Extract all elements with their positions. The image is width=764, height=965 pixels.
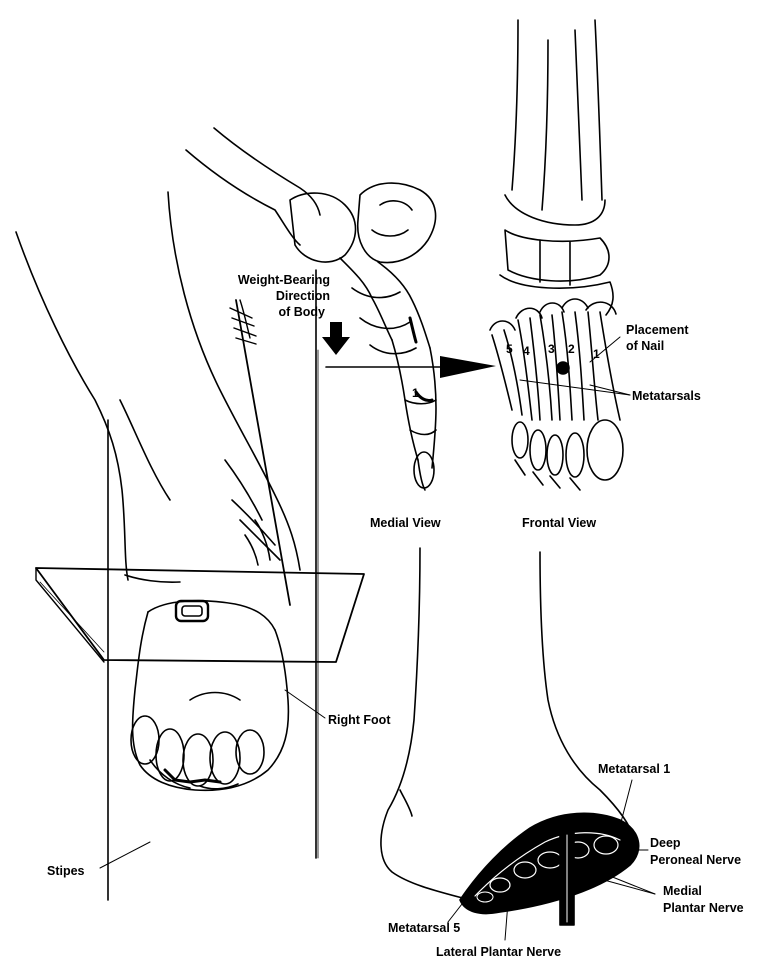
digit-metatarsal-1: 1: [593, 347, 600, 361]
cross-section-leg: [381, 548, 639, 925]
pointer-metatarsal-5: [448, 904, 462, 922]
label-weight-bearing-3: of Body: [205, 305, 325, 319]
weight-arrow: [322, 322, 350, 355]
label-frontal-view: Frontal View: [522, 516, 596, 530]
digit-metatarsal-4: 4: [523, 344, 530, 358]
nail-left: [230, 300, 290, 605]
pointer-medial-plantar-a: [604, 880, 655, 894]
pointer-medial-plantar-b: [600, 872, 655, 894]
label-medial-plantar-2: Plantar Nerve: [663, 901, 744, 915]
plank: [36, 568, 364, 662]
digit-metatarsal-2: 2: [568, 342, 575, 356]
label-placement-2: of Nail: [626, 339, 664, 353]
label-metatarsal-1: Metatarsal 1: [598, 762, 670, 776]
label-placement-1: Placement: [626, 323, 689, 337]
pointer-metatarsal-1: [620, 780, 632, 826]
leg-outline: [16, 192, 300, 582]
frontal-view-skeleton: [490, 20, 623, 490]
label-deep-peroneal-1: Deep: [650, 836, 681, 850]
label-stipes: Stipes: [47, 864, 85, 878]
label-deep-peroneal-2: Peroneal Nerve: [650, 853, 741, 867]
label-medial-view: Medial View: [370, 516, 441, 530]
nail-arrow: [326, 356, 496, 378]
label-weight-bearing-2: Direction: [205, 289, 330, 303]
digit-metatarsal-5: 5: [506, 342, 513, 356]
label-weight-bearing-1: Weight-Bearing: [205, 273, 330, 287]
digit-medial-1: 1: [412, 386, 419, 400]
label-lateral-plantar: Lateral Plantar Nerve: [436, 945, 561, 959]
right-foot-drawing: [131, 601, 288, 791]
label-metatarsals: Metatarsals: [632, 389, 701, 403]
label-right-foot: Right Foot: [328, 713, 390, 727]
pointer-right-foot: [285, 690, 325, 718]
label-metatarsal-5: Metatarsal 5: [388, 921, 460, 935]
label-medial-plantar-1: Medial: [663, 884, 702, 898]
digit-metatarsal-3: 3: [548, 342, 555, 356]
